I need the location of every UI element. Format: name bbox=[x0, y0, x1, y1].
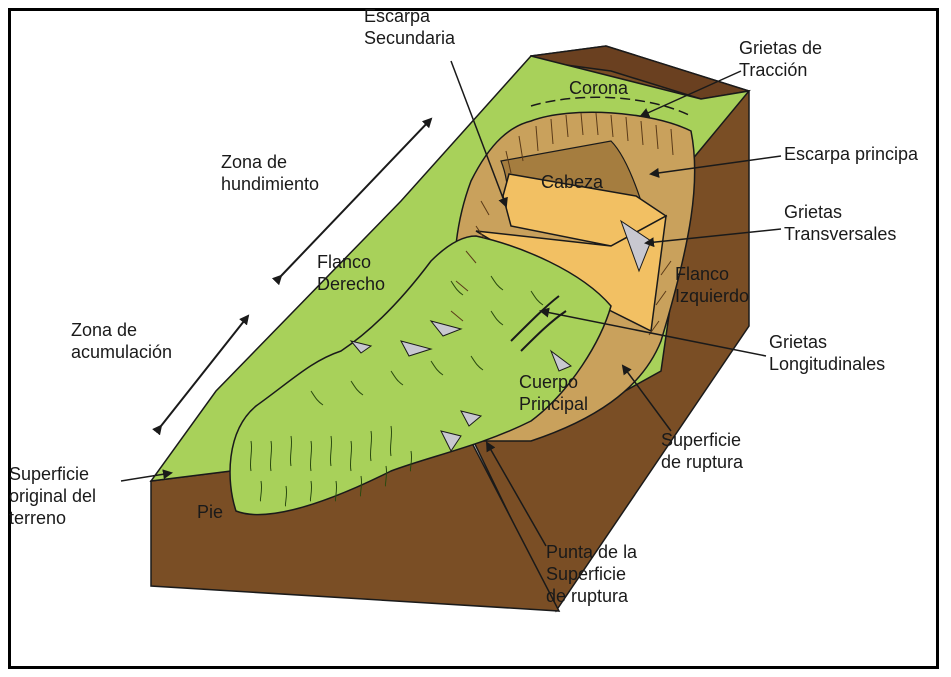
label-escarpa-principal: Escarpa principa bbox=[784, 143, 918, 165]
label-grietas-traccion: Grietas deTracción bbox=[739, 37, 822, 81]
label-punta-superficie: Punta de laSuperficiede ruptura bbox=[546, 541, 637, 607]
label-grietas-longitudinales: GrietasLongitudinales bbox=[769, 331, 885, 375]
label-zona-hundimiento: Zona dehundimiento bbox=[221, 151, 319, 195]
label-pie: Pie bbox=[197, 501, 223, 523]
label-superficie-ruptura: Superficiede ruptura bbox=[661, 429, 743, 473]
label-corona: Corona bbox=[569, 77, 628, 99]
label-flanco-derecho: FlancoDerecho bbox=[317, 251, 385, 295]
label-grietas-transversales: GrietasTransversales bbox=[784, 201, 896, 245]
label-zona-acumulacion: Zona deacumulación bbox=[71, 319, 172, 363]
label-flanco-izquierdo: FlancoIzquierdo bbox=[675, 263, 749, 307]
diagram-frame: EscarpaSecundaria Grietas deTracción Cor… bbox=[8, 8, 939, 669]
label-superficie-original: Superficieoriginal delterreno bbox=[9, 463, 96, 529]
label-cabeza: Cabeza bbox=[541, 171, 603, 193]
label-cuerpo-principal: CuerpoPrincipal bbox=[519, 371, 588, 415]
label-escarpa-secundaria: EscarpaSecundaria bbox=[364, 5, 455, 49]
